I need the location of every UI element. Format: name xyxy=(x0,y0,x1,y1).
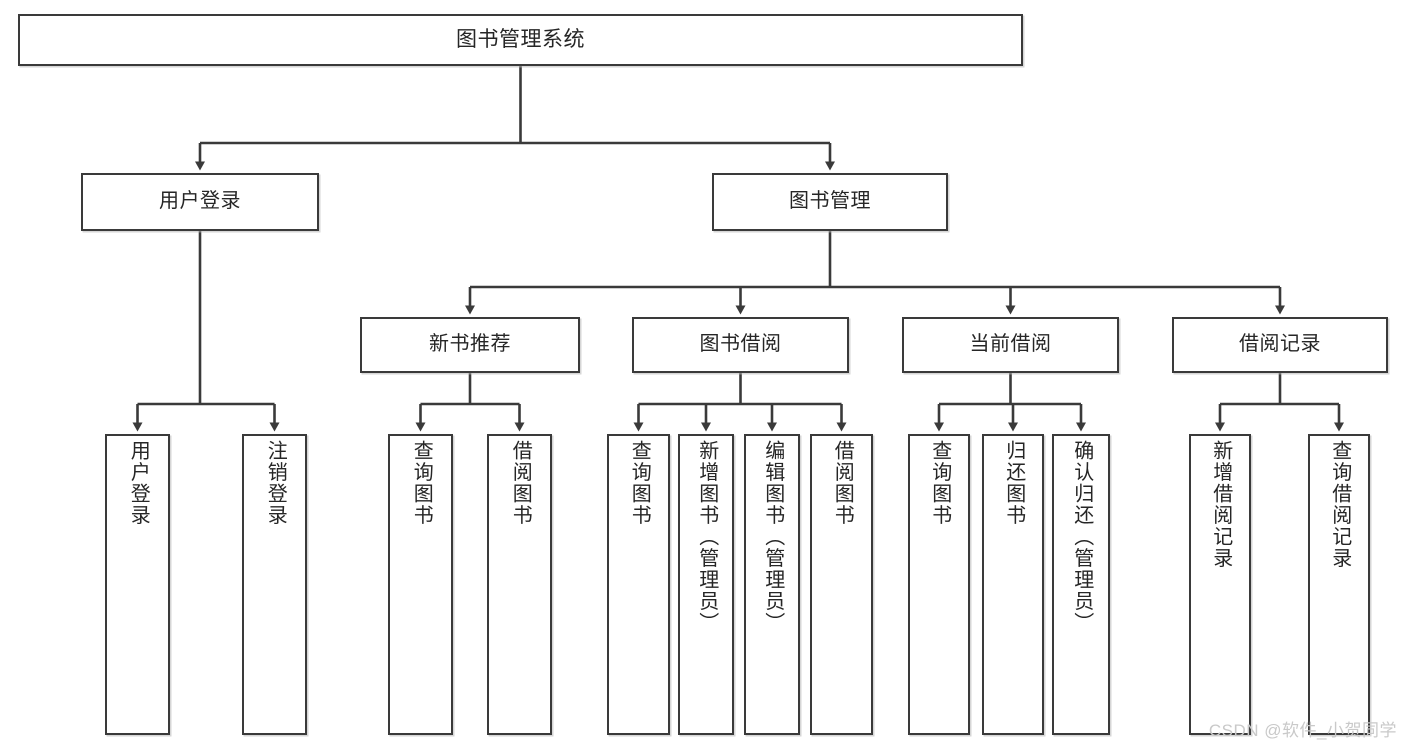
leaf-add-borrowing-record[interactable]: 新增借阅记录 xyxy=(1189,434,1251,735)
node-label: 查询图书 xyxy=(928,440,951,526)
node-label: 图书管理系统 xyxy=(456,27,585,51)
node-book-management[interactable]: 图书管理 xyxy=(712,173,948,231)
leaf-borrow-book-borrowing[interactable]: 借阅图书 xyxy=(810,434,873,735)
node-label: 查询图书 xyxy=(628,440,651,526)
leaf-borrow-book-new-recommendation[interactable]: 借阅图书 xyxy=(487,434,552,735)
node-label: 归还图书 xyxy=(1002,440,1025,526)
node-label: 当前借阅 xyxy=(969,333,1052,356)
node-label: 确认归还（管理员） xyxy=(1070,440,1093,634)
leaf-query-book-current[interactable]: 查询图书 xyxy=(908,434,970,735)
node-label: 新书推荐 xyxy=(429,333,511,356)
leaf-logout[interactable]: 注销登录 xyxy=(242,434,307,735)
leaf-edit-book-admin[interactable]: 编辑图书（管理员） xyxy=(744,434,800,735)
node-label: 查询图书 xyxy=(410,440,433,526)
leaf-query-book-borrowing[interactable]: 查询图书 xyxy=(607,434,670,735)
node-label: 借阅图书 xyxy=(509,440,532,526)
node-label: 借阅记录 xyxy=(1239,333,1321,356)
node-label: 图书管理 xyxy=(789,190,871,213)
node-label: 查询借阅记录 xyxy=(1328,440,1351,569)
node-label: 借阅图书 xyxy=(831,440,854,526)
node-book-borrowing[interactable]: 图书借阅 xyxy=(632,317,849,373)
node-label: 新增图书（管理员） xyxy=(695,440,718,634)
node-user-login[interactable]: 用户登录 xyxy=(81,173,319,231)
leaf-user-login[interactable]: 用户登录 xyxy=(105,434,170,735)
leaf-query-book-new-recommendation[interactable]: 查询图书 xyxy=(388,434,453,735)
node-label: 注销登录 xyxy=(264,440,287,526)
leaf-add-book-admin[interactable]: 新增图书（管理员） xyxy=(678,434,734,735)
node-borrowing-records[interactable]: 借阅记录 xyxy=(1172,317,1388,373)
node-root-book-management-system[interactable]: 图书管理系统 xyxy=(18,14,1023,66)
node-new-book-recommendation[interactable]: 新书推荐 xyxy=(360,317,580,373)
leaf-confirm-return-admin[interactable]: 确认归还（管理员） xyxy=(1052,434,1110,735)
node-label: 用户登录 xyxy=(159,190,241,213)
node-label: 图书借阅 xyxy=(699,333,782,356)
node-current-borrowing[interactable]: 当前借阅 xyxy=(902,317,1119,373)
node-label: 编辑图书（管理员） xyxy=(761,440,784,634)
watermark-text: CSDN @软件_小贺同学 xyxy=(1208,721,1397,740)
leaf-query-borrowing-record[interactable]: 查询借阅记录 xyxy=(1308,434,1370,735)
node-label: 新增借阅记录 xyxy=(1209,440,1232,569)
node-label: 用户登录 xyxy=(127,440,150,526)
leaf-return-book[interactable]: 归还图书 xyxy=(982,434,1044,735)
